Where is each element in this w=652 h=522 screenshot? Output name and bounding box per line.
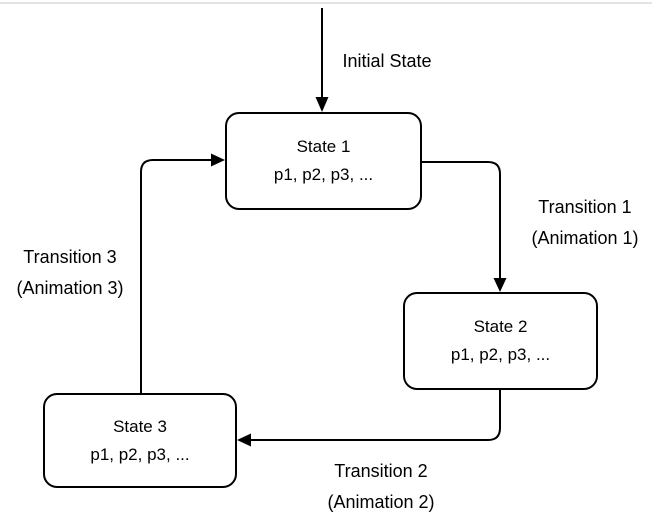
edge-transition-1 bbox=[422, 161, 501, 278]
arrowhead-transition-2 bbox=[237, 433, 251, 447]
transition-1-animation: (Animation 1) bbox=[531, 228, 639, 248]
edge-transition-2 bbox=[251, 390, 501, 441]
node-state-2: State 2 p1, p2, p3, ... bbox=[403, 292, 598, 390]
transition-3-animation: (Animation 3) bbox=[16, 278, 124, 298]
transition-2-animation: (Animation 2) bbox=[327, 492, 435, 512]
label-transition-3: Transition 3 (Animation 3) bbox=[16, 242, 123, 304]
node-state-1: State 1 p1, p2, p3, ... bbox=[225, 112, 422, 210]
arrowhead-transition-1 bbox=[493, 278, 507, 292]
state-1-title: State 1 bbox=[296, 137, 351, 156]
top-border-line bbox=[0, 2, 652, 4]
arrowhead-initial-state bbox=[315, 97, 329, 112]
state-1-params: p1, p2, p3, ... bbox=[273, 165, 374, 184]
state-3-params: p1, p2, p3, ... bbox=[90, 444, 190, 464]
arrowhead-transition-3 bbox=[211, 153, 225, 167]
state-3-title: State 3 bbox=[113, 416, 167, 436]
node-state-3: State 3 p1, p2, p3, ... bbox=[43, 393, 237, 488]
transition-1-name: Transition 1 bbox=[538, 197, 632, 217]
state-2-title: State 2 bbox=[473, 317, 528, 336]
transition-3-name: Transition 3 bbox=[23, 247, 117, 267]
edge-transition-3 bbox=[140, 159, 211, 393]
label-initial-state: Initial State bbox=[342, 51, 432, 71]
label-transition-2: Transition 2 (Animation 2) bbox=[327, 456, 434, 518]
state-2-params: p1, p2, p3, ... bbox=[450, 345, 551, 364]
transition-2-name: Transition 2 bbox=[334, 461, 428, 481]
label-transition-1: Transition 1 (Animation 1) bbox=[531, 192, 638, 254]
